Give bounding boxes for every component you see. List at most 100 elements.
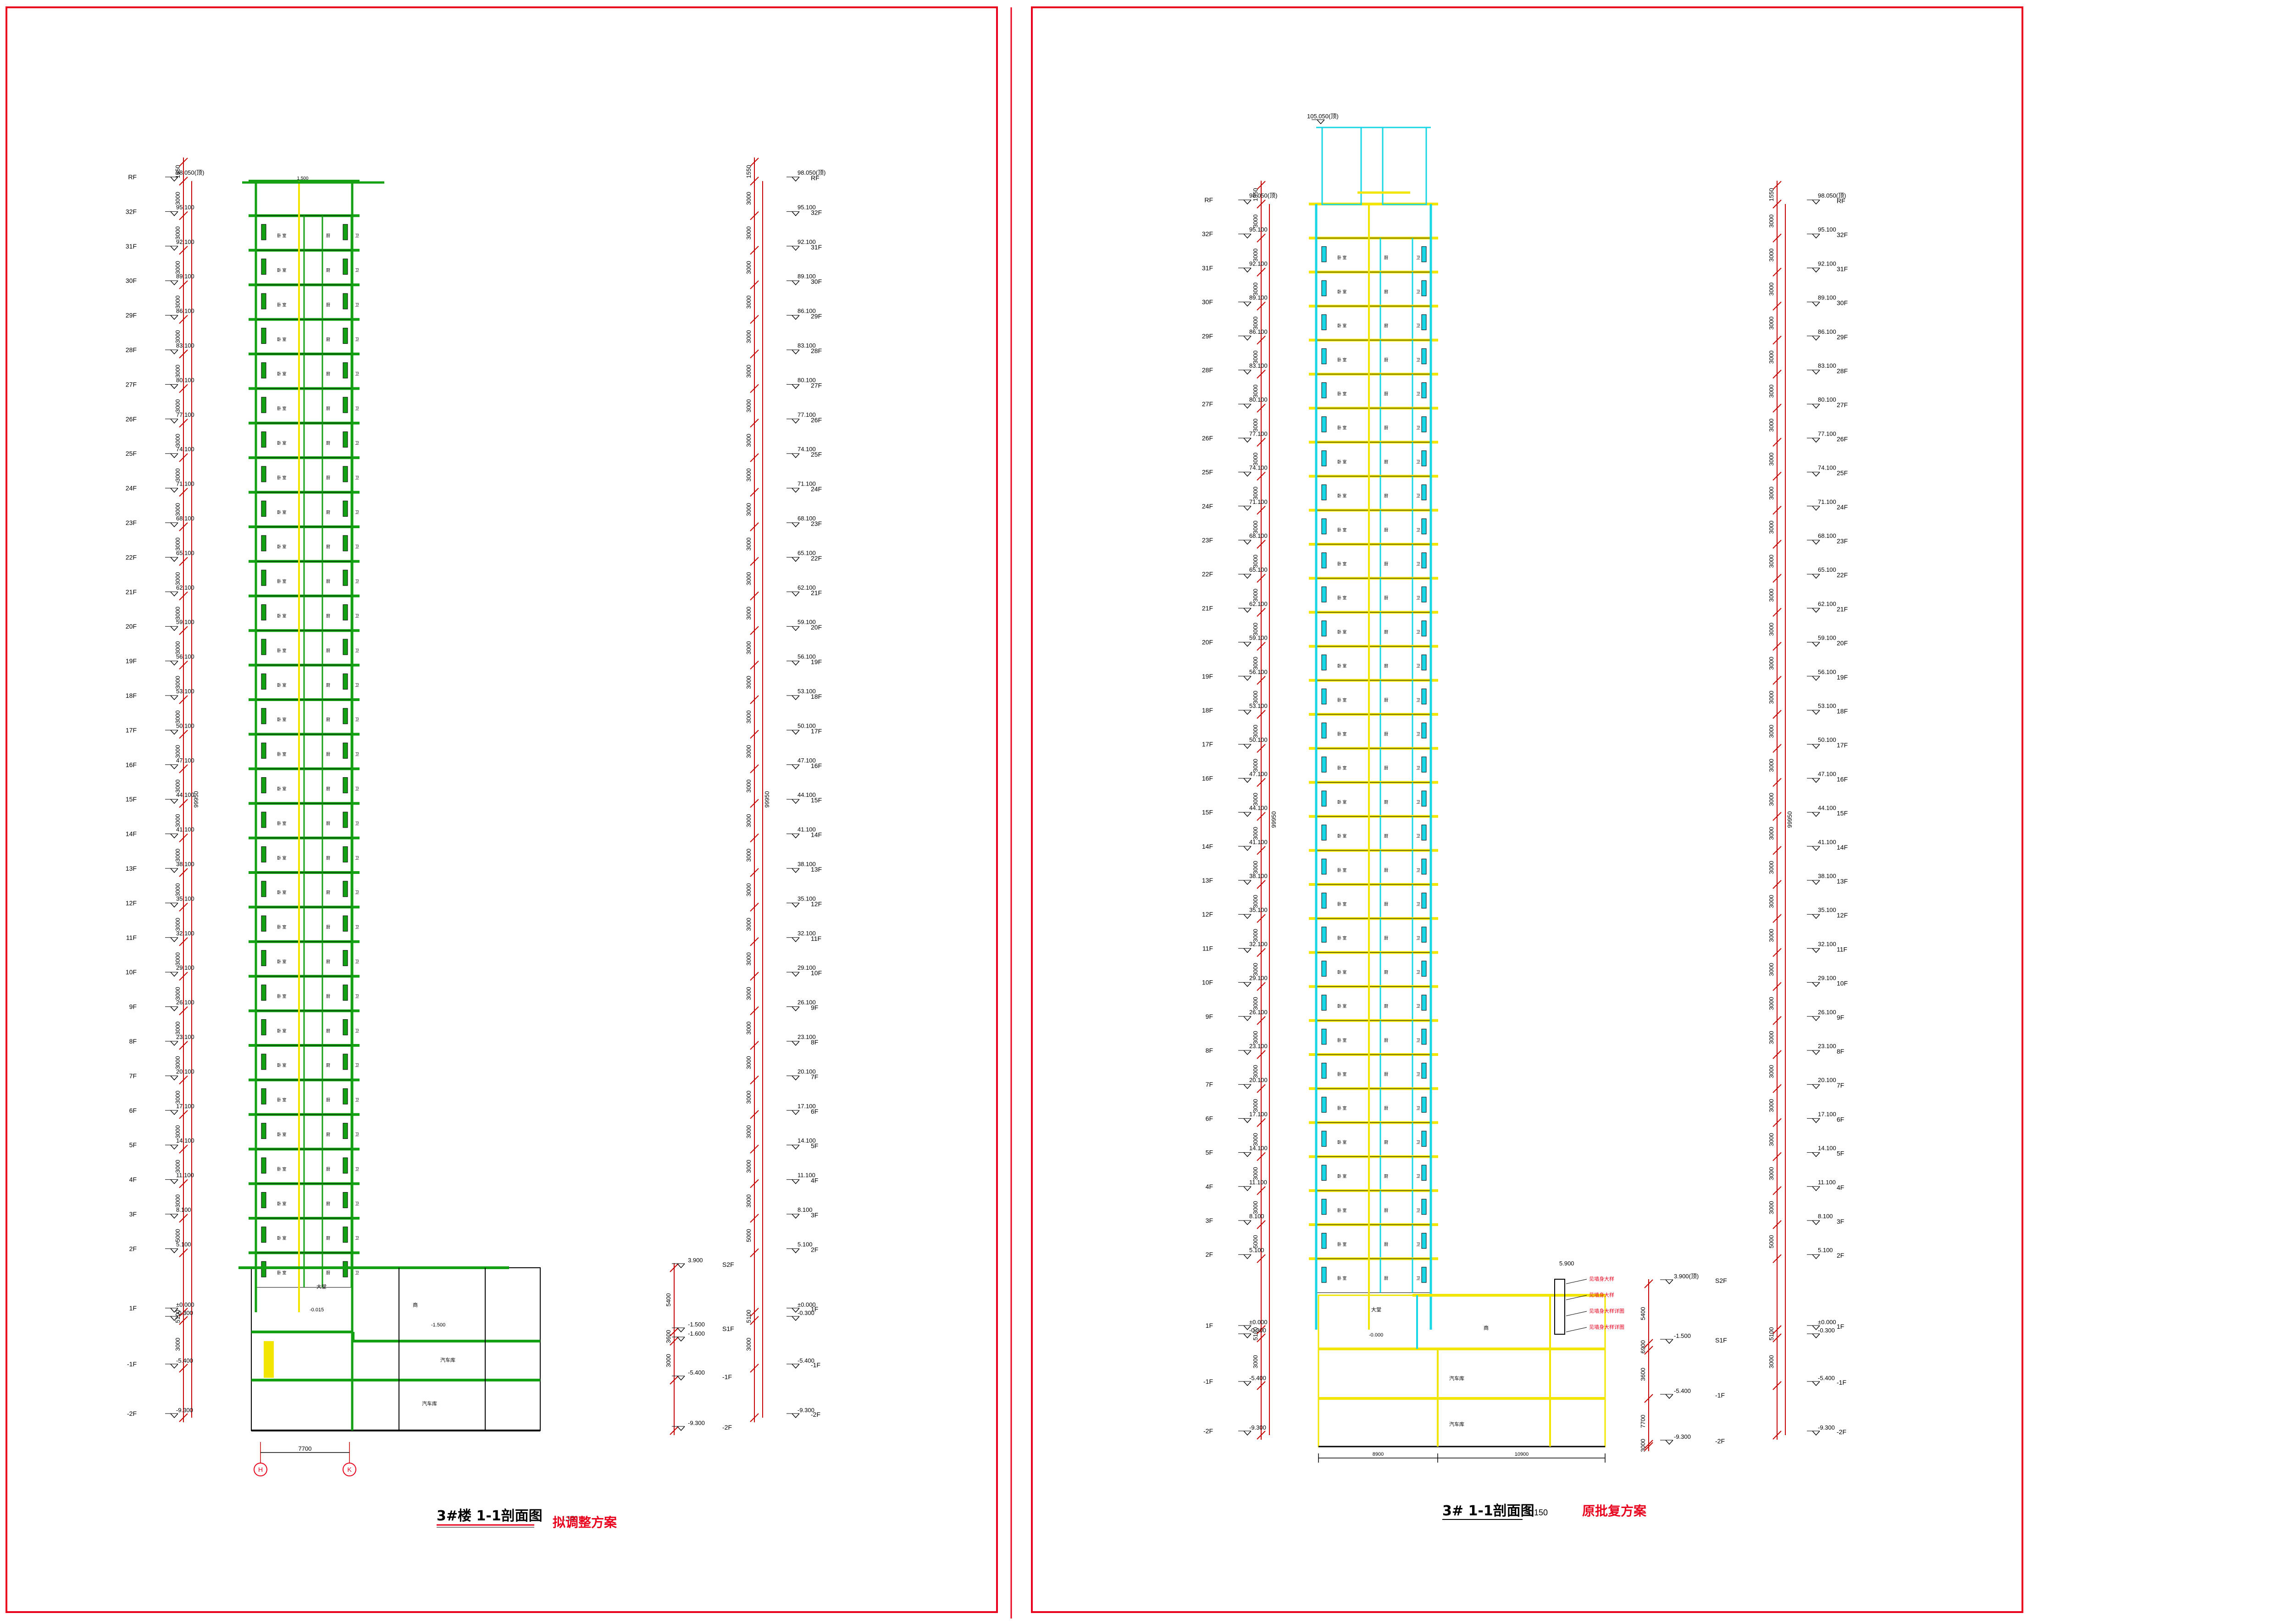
room-tag: 卧 室 (1337, 1242, 1347, 1247)
window-opening (343, 639, 348, 655)
level-dimension-value: 3000 (1768, 215, 1775, 228)
floor-label: 11F (1202, 945, 1213, 952)
floor-bay (1316, 986, 1431, 1021)
podium-dimension-value: 3000 (665, 1354, 672, 1367)
level-marker (1243, 676, 1252, 681)
podium-dimension-tick (670, 1375, 679, 1385)
room-tag: 卫 (355, 1098, 359, 1102)
window-opening (343, 984, 348, 1001)
room-tag: 卧 室 (1337, 493, 1347, 498)
level-dimension-value: 3000 (174, 1022, 181, 1035)
room-tag: 厨 (326, 1201, 330, 1206)
level-dimension-value: 3000 (745, 468, 752, 481)
podium-dimension-value: 5400 (665, 1293, 672, 1307)
level-marker (1243, 437, 1252, 443)
level-dimension-value: 3000 (174, 434, 181, 447)
room-tag: 卫 (355, 1028, 359, 1033)
room-tag: 卫 (355, 579, 359, 584)
room-tag: 厨 (1384, 459, 1388, 464)
window-opening (1421, 757, 1427, 773)
room-tag: 卫 (355, 337, 359, 342)
room-tag-shop: 商 (1484, 1325, 1489, 1331)
floor-label: 30F (126, 277, 137, 284)
room-tag: 卫 (1416, 494, 1420, 498)
window-opening (343, 500, 348, 517)
elevation-value: 35.100 (1249, 906, 1268, 913)
podium-dimension-value: 3600 (1639, 1368, 1646, 1381)
elevation-value: 44.100 (176, 791, 194, 798)
room-tag: 卧 室 (277, 1063, 287, 1068)
level-marker (792, 1179, 800, 1184)
window-opening (1321, 757, 1327, 773)
callout-note: 见墙身大样 (1589, 1276, 1614, 1282)
level-dimension-value: 3000 (745, 1056, 752, 1069)
elevation-value: 23.100 (1818, 1043, 1836, 1050)
top-elevation-value: 105.050(顶) (1307, 113, 1339, 120)
level-dimension-tick (1772, 880, 1782, 889)
window-opening (261, 569, 266, 586)
level-marker (1812, 710, 1820, 715)
level-marker (1812, 1186, 1820, 1191)
level-dimension-value: 3000 (1252, 827, 1259, 840)
level-dimension-value: 3000 (745, 226, 752, 240)
level-dimension-tick (750, 1144, 759, 1154)
floor-label: 23F (126, 519, 137, 526)
window-opening (343, 362, 348, 379)
floor-label: 4F (1837, 1184, 1844, 1191)
room-tag: 厨 (1384, 630, 1388, 634)
level-dimension-tick (1772, 506, 1782, 515)
window-opening (343, 1054, 348, 1070)
level-dimension-value: 1550 (1252, 188, 1259, 201)
room-tag: 卧 室 (277, 648, 287, 653)
floor-bay (1316, 714, 1431, 749)
elevation-value: 71.100 (1249, 498, 1268, 505)
elevation-value: 92.100 (798, 238, 816, 245)
floor-bay (1316, 816, 1431, 851)
level-dimension-value: 3000 (1768, 453, 1775, 466)
floor-bay (1316, 1156, 1431, 1191)
elevation-value: 14.100 (798, 1137, 816, 1144)
window-opening (343, 915, 348, 932)
window-opening (261, 950, 266, 967)
podium-elevation-value: -1.600 (688, 1330, 705, 1337)
window-opening (261, 1192, 266, 1208)
room-tag: 卫 (355, 1132, 359, 1137)
level-dimension-value: 5100 (745, 1310, 752, 1323)
level-dimension-tick (750, 157, 759, 167)
level-dimension-value: 3000 (745, 537, 752, 551)
room-tag: 厨 (1384, 664, 1388, 668)
level-dimension-tick (179, 868, 188, 877)
window-opening (261, 1261, 266, 1277)
level-dimension-tick (1257, 403, 1266, 413)
window-opening (343, 1019, 348, 1035)
window-opening (343, 846, 348, 862)
room-tag: 卧 室 (277, 1028, 287, 1033)
level-dimension-tick (750, 280, 759, 289)
level-marker (792, 488, 800, 493)
base-elevation-value: -9.300 (1818, 1424, 1835, 1431)
window-opening (261, 777, 266, 794)
elevation-value: 11.100 (176, 1172, 194, 1179)
base-elevation-value: -9.300 (1249, 1424, 1266, 1431)
room-tag: 厨 (1384, 766, 1388, 770)
level-dimension-value: 3000 (745, 399, 752, 413)
elevation-value: 5.100 (1249, 1247, 1264, 1254)
elevation-value: 74.100 (1249, 464, 1268, 471)
level-marker (792, 1144, 800, 1150)
level-marker (792, 1110, 800, 1115)
podium-floor-label: S2F (1715, 1277, 1727, 1284)
elevation-value: 83.100 (1818, 362, 1836, 369)
level-dimension-tick (1257, 812, 1266, 821)
right-drawing-scale: 1:150 (1527, 1508, 1548, 1517)
elevation-value: 95.100 (1249, 226, 1268, 233)
elevation-value: 47.100 (176, 757, 194, 764)
level-dimension-value: 3000 (745, 192, 752, 205)
room-tag: 厨 (1384, 528, 1388, 532)
room-tag: 厨 (326, 787, 330, 791)
window-opening (1321, 654, 1327, 671)
level-dimension-value: 3000 (174, 572, 181, 586)
room-tag: 卧 室 (1337, 731, 1347, 736)
level-marker (792, 280, 800, 286)
level-dimension-value: 5100 (1768, 1327, 1775, 1341)
room-tag: 卧 室 (277, 1132, 287, 1137)
